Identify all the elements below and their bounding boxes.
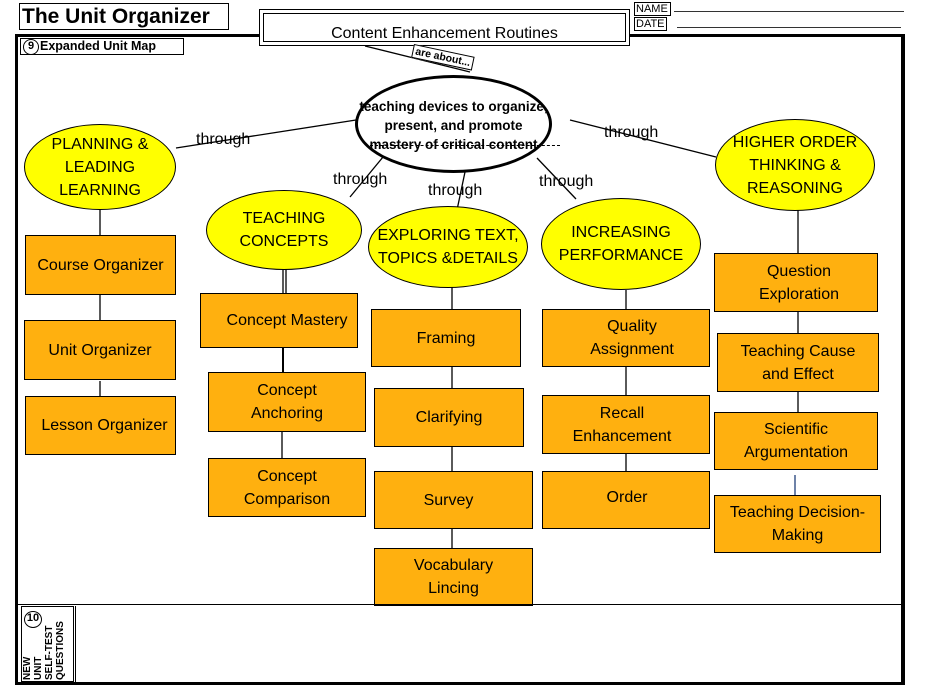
central-concept-ellipse: teaching devices to organize, present, a… — [355, 75, 552, 173]
section-number-10: 10 — [24, 611, 42, 628]
routine-label: Teaching Cause and Effect — [740, 342, 856, 383]
routine-box: Teaching Decision-Making — [714, 495, 881, 553]
category-exploring-title: EXPLORING TEXT, TOPICS &DETAILS — [377, 227, 519, 267]
header-routines-box: Content Enhancement Routines — [259, 9, 630, 46]
routine-box: Unit Organizer — [24, 320, 176, 380]
category-performance-ellipse: INCREASING PERFORMANCE — [541, 198, 701, 290]
category-planning-ellipse: PLANNING & LEADING LEARNING — [24, 124, 176, 210]
routine-box: Question Exploration — [714, 253, 878, 312]
link-label-through: through — [333, 171, 388, 188]
routine-box: Course Organizer — [25, 235, 176, 295]
name-field[interactable] — [674, 11, 904, 12]
routine-label: Vocabulary Lincing — [413, 557, 494, 597]
routine-label: Concept Comparison — [243, 467, 331, 508]
section-divider — [18, 604, 901, 605]
category-higher-title: HIGHER ORDER THINKING & REASONING — [732, 133, 858, 197]
link-label-through: through — [428, 182, 483, 199]
connector-central-performance — [536, 157, 577, 200]
category-performance-title: INCREASING PERFORMANCE — [558, 224, 684, 264]
routine-box: Clarifying — [374, 388, 524, 447]
routine-label: Unit Organizer — [48, 341, 152, 359]
link-label-through: through — [539, 173, 594, 190]
routine-box: Framing — [371, 309, 521, 367]
routine-box: Concept Anchoring — [208, 372, 366, 432]
connector-central-exploring — [456, 171, 466, 211]
dashed-divider — [370, 145, 560, 146]
category-higher-ellipse: HIGHER ORDER THINKING & REASONING — [715, 119, 875, 211]
date-label: DATE — [634, 17, 667, 31]
date-field[interactable] — [677, 27, 901, 28]
connector-central-planning — [175, 119, 357, 149]
routine-box: Teaching Cause and Effect — [717, 333, 879, 392]
routine-label: Quality Assignment — [590, 318, 674, 358]
routine-box: Scientific Argumentation — [714, 412, 878, 470]
section-label-expanded-unit-map: Expanded Unit Map — [20, 38, 184, 55]
routine-label: Order — [606, 488, 648, 506]
self-test-label-box — [21, 606, 74, 682]
category-planning-title: PLANNING & LEADING LEARNING — [51, 135, 149, 199]
routine-label: Course Organizer — [37, 256, 164, 274]
routine-label: Survey — [423, 491, 474, 509]
routine-box: Concept Comparison — [208, 458, 366, 517]
connector-central-concepts — [349, 156, 384, 198]
routine-box: Concept Mastery — [200, 293, 358, 348]
routine-label: Teaching Decision-Making — [729, 504, 866, 544]
link-label-through: through — [604, 124, 659, 141]
routine-box: Recall Enhancement — [542, 395, 710, 454]
link-label-through: through — [196, 131, 251, 148]
connector-central-higher — [569, 119, 717, 158]
name-label: NAME — [634, 2, 671, 16]
page-title: The Unit Organizer — [19, 3, 229, 30]
routine-box: Vocabulary Lincing — [374, 548, 533, 606]
section-number-9: 9 — [23, 39, 39, 55]
routine-label: Question Exploration — [758, 262, 840, 303]
routine-label: Recall Enhancement — [572, 404, 672, 445]
category-concepts-title: TEACHING CONCEPTS — [239, 210, 329, 250]
routine-label: Lesson Organizer — [41, 417, 168, 434]
routine-box: Order — [542, 471, 710, 529]
header-routines-title: Content Enhancement Routines — [331, 25, 558, 42]
category-concepts-ellipse: TEACHING CONCEPTS — [206, 190, 362, 270]
routine-label: Clarifying — [415, 409, 483, 426]
routine-label: Framing — [416, 329, 476, 347]
routine-box: Lesson Organizer — [25, 396, 176, 455]
routine-label: Scientific Argumentation — [743, 421, 849, 461]
routine-label: Concept Mastery — [226, 312, 348, 329]
self-test-divider — [75, 606, 76, 682]
routine-box: Quality Assignment — [542, 309, 710, 367]
central-concept-text: teaching devices to organize, present, a… — [359, 98, 548, 152]
category-exploring-ellipse: EXPLORING TEXT, TOPICS &DETAILS — [368, 206, 528, 288]
routine-box: Survey — [374, 471, 533, 529]
routine-label: Concept Anchoring — [250, 382, 324, 422]
self-test-questions-area[interactable] — [78, 607, 900, 681]
